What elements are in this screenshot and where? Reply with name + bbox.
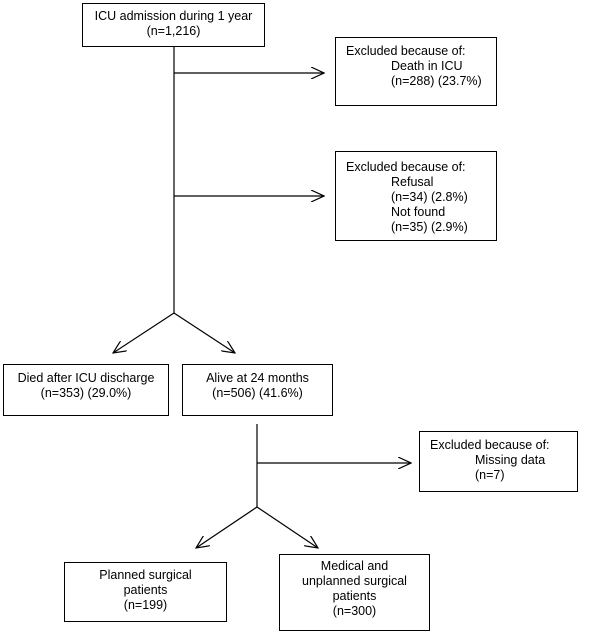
box-excluded-death: Excluded because of: Death in ICU (n=288… (335, 37, 497, 106)
died-after-title: Died after ICU discharge (17, 371, 155, 385)
excluded-death-reason: Death in ICU (391, 59, 463, 73)
arrow-to-planned-surgical (196, 506, 258, 548)
excluded-refusal-count: (n=34) (2.8%) (391, 190, 468, 204)
excluded-missing-header: Excluded because of: (430, 438, 550, 452)
excluded-notfound-reason: Not found (391, 205, 446, 219)
excluded-missing-count: (n=7) (475, 468, 505, 482)
arrow-to-alive (173, 312, 235, 353)
arrow-to-medical-unplanned (256, 506, 318, 548)
medical-unplanned-line3: patients (332, 589, 377, 603)
excluded-refusal-reason: Refusal (391, 175, 434, 189)
box-medical-unplanned: Medical and unplanned surgical patients … (279, 554, 430, 631)
planned-surgical-count: (n=199) (123, 598, 168, 612)
excluded-notfound-count: (n=35) (2.9%) (391, 220, 468, 234)
alive-title: Alive at 24 months (206, 371, 309, 385)
alive-count: (n=506) (41.6%) (212, 386, 303, 400)
box-planned-surgical: Planned surgical patients (n=199) (64, 562, 227, 622)
box-excluded-missing: Excluded because of: Missing data (n=7) (419, 431, 578, 492)
admission-title: ICU admission during 1 year (94, 9, 253, 23)
medical-unplanned-line2: unplanned surgical (302, 574, 407, 588)
died-after-count: (n=353) (29.0%) (40, 386, 132, 400)
excluded-death-count: (n=288) (23.7%) (391, 74, 482, 88)
planned-surgical-line1: Planned surgical (99, 568, 192, 582)
planned-surgical-line2: patients (123, 583, 168, 597)
arrow-to-died-after (113, 312, 175, 353)
box-icu-admission: ICU admission during 1 year (n=1,216) (82, 3, 265, 47)
excluded-death-header: Excluded because of: (346, 44, 466, 58)
medical-unplanned-count: (n=300) (332, 604, 377, 618)
medical-unplanned-line1: Medical and (320, 559, 389, 573)
box-excluded-refusal: Excluded because of: Refusal (n=34) (2.8… (335, 151, 497, 241)
box-alive-24-months: Alive at 24 months (n=506) (41.6%) (182, 364, 333, 416)
excluded-missing-reason: Missing data (475, 453, 546, 467)
admission-count: (n=1,216) (146, 24, 201, 38)
excluded-refusal-header: Excluded because of: (346, 160, 466, 174)
box-died-after-discharge: Died after ICU discharge (n=353) (29.0%) (3, 364, 169, 416)
